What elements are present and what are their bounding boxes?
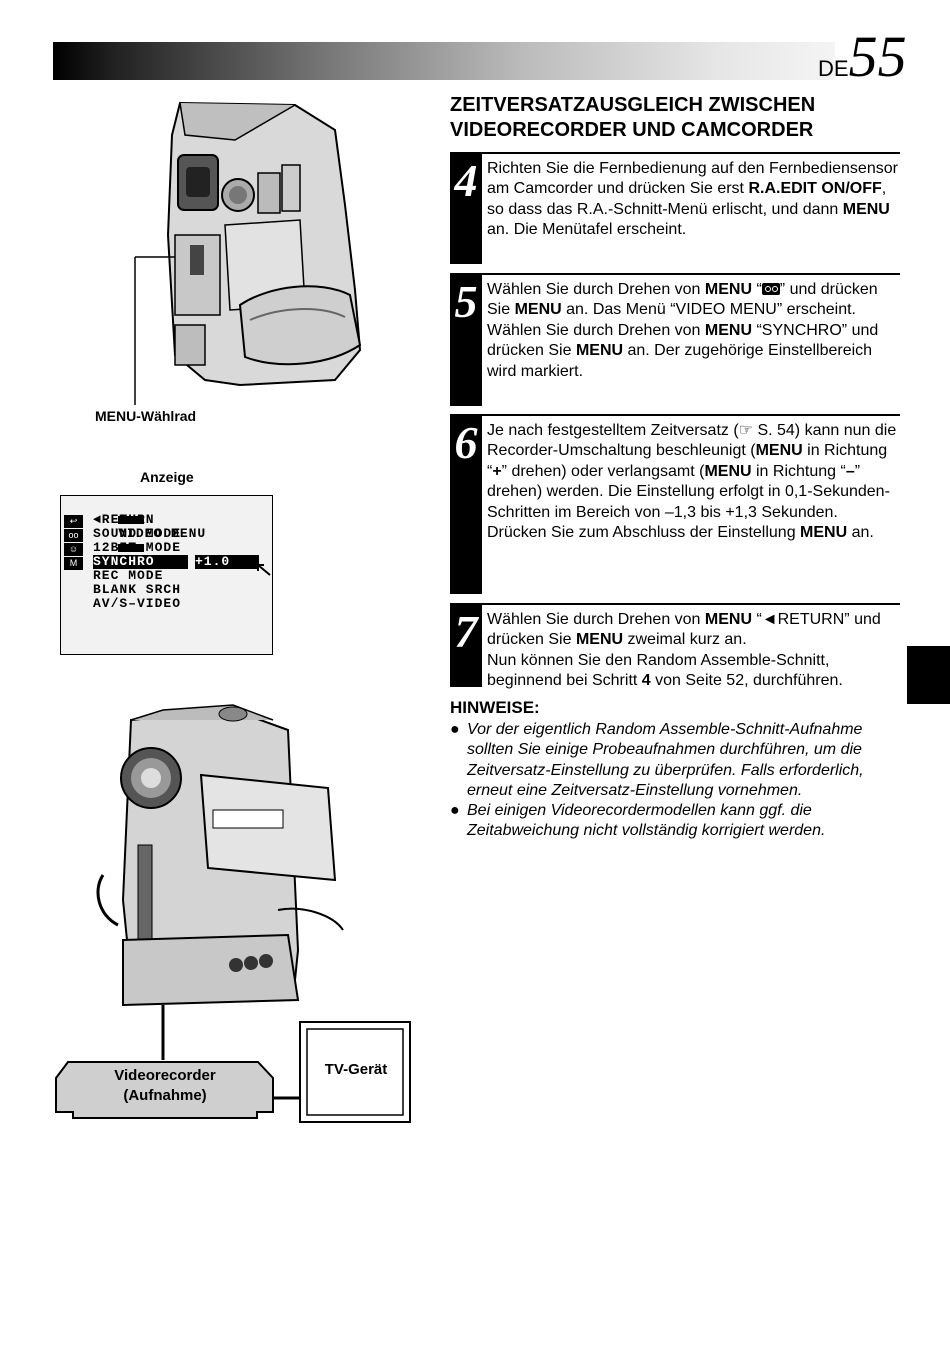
step-number: 7 xyxy=(450,603,482,687)
cursor-arrow-icon xyxy=(257,564,271,576)
reference-icon: ☞ xyxy=(738,422,753,439)
step-number: 5 xyxy=(450,273,482,406)
step-6: 6 Je nach festgestelltem Zeitversatz (☞ … xyxy=(450,414,900,594)
step-4: 4 Richten Sie die Fernbedienung auf den … xyxy=(450,152,900,264)
step-number: 4 xyxy=(450,152,482,264)
tape-icon xyxy=(761,283,780,295)
lcd-synchro-value: +1.0 xyxy=(195,555,259,569)
section-title: ZEITVERSATZAUSGLEICH ZWISCHEN VIDEORECOR… xyxy=(450,94,816,141)
lcd-item-blank-srch: BLANK SRCH xyxy=(93,582,182,597)
language-code: DE xyxy=(818,56,849,81)
lcd-item-rec-mode: REC MODE xyxy=(93,568,164,583)
step-5: 5 Wählen Sie durch Drehen von MENU “” un… xyxy=(450,273,900,406)
page-number: DE 55 xyxy=(818,24,907,89)
camcorder-connection-illustration xyxy=(55,704,411,1123)
page-number-value: 55 xyxy=(848,24,907,89)
notes-list: ●Vor der eigentlich Random Assemble-Schn… xyxy=(450,720,900,842)
notes-title: HINWEISE: xyxy=(450,698,540,717)
vcr-label: Videorecorder (Aufnahme) xyxy=(114,1067,216,1104)
tape-icon: oo xyxy=(64,529,83,542)
return-icon: ↩ xyxy=(64,515,83,528)
step-text: Richten Sie die Fernbedienung auf den Fe… xyxy=(487,160,898,239)
header-gradient-bar xyxy=(53,42,835,80)
lcd-item-synchro: SYNCHRO xyxy=(93,555,188,569)
lcd-title: VIDEO MENU xyxy=(83,499,206,569)
step-number: 6 xyxy=(450,414,482,594)
memory-icon: M xyxy=(64,557,83,570)
lcd-item-sound-mode: SOUND MODE xyxy=(93,526,182,541)
display-label: Anzeige xyxy=(140,469,194,485)
camera-icon: ☺ xyxy=(64,543,83,556)
step-text: Wählen Sie durch Drehen von MENU “◄RETUR… xyxy=(487,611,881,690)
lcd-item-12bit-mode: 12BIT MODE xyxy=(93,540,182,555)
menu-dial-label: MENU-Wählrad xyxy=(95,408,197,424)
section-tab xyxy=(907,646,950,704)
step-text: Wählen Sie durch Drehen von MENU “” und … xyxy=(487,281,879,380)
lcd-menu-display: VIDEO MENU ↩ oo ☺ M ◄RETURN SOUND MODE 1… xyxy=(60,495,273,655)
note-item: ●Vor der eigentlich Random Assemble-Schn… xyxy=(450,721,864,799)
note-item: ●Bei einigen Videorecordermodellen kann … xyxy=(450,802,826,840)
step-text: Je nach festgestelltem Zeitversatz (☞ S.… xyxy=(487,422,897,542)
lcd-item-av-svideo: AV/S–VIDEO xyxy=(93,596,182,611)
camcorder-top-illustration xyxy=(134,101,362,405)
tv-label: TV-Gerät xyxy=(324,1061,388,1078)
step-7: 7 Wählen Sie durch Drehen von MENU “◄RET… xyxy=(450,603,900,689)
lcd-item-return: ◄RETURN xyxy=(93,512,155,527)
